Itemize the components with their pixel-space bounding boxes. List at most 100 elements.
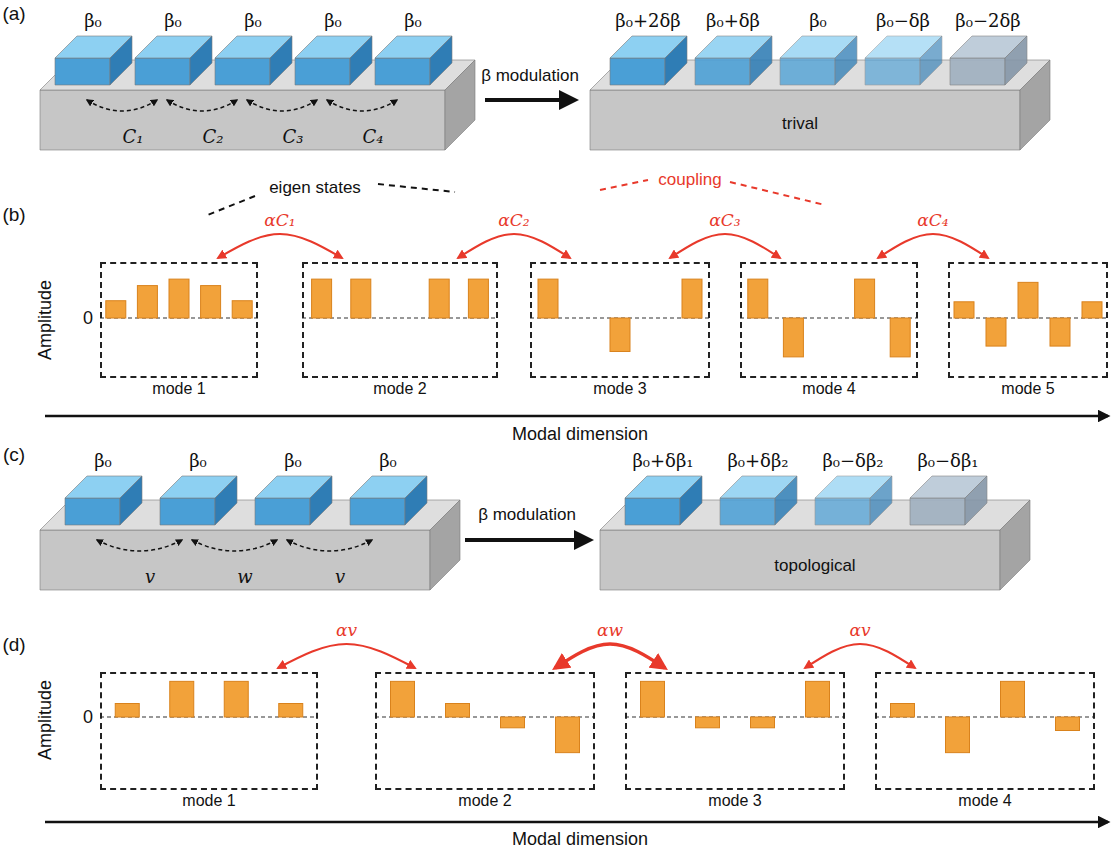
coupling-label: αv — [333, 620, 360, 640]
propagation-constant: β₀+2δβ — [615, 10, 680, 31]
amplitude-bar — [855, 279, 875, 318]
amplitude-bar — [224, 681, 248, 717]
coupling-symbol: w — [237, 566, 252, 587]
waveguide — [965, 476, 987, 525]
waveguide — [65, 498, 120, 525]
substrate — [590, 90, 1020, 150]
mode-label: mode 3 — [593, 380, 646, 398]
waveguide — [950, 58, 1005, 85]
coupling-arrow — [97, 540, 182, 551]
amplitude-bar — [446, 704, 470, 718]
axis-label: Modal dimension — [512, 424, 648, 445]
waveguide — [1005, 36, 1027, 85]
modulation-arrow — [465, 538, 590, 542]
waveguide — [910, 498, 965, 525]
mode-label: mode 3 — [708, 792, 761, 810]
waveguide-chip — [40, 36, 475, 150]
waveguide — [665, 36, 687, 85]
amplitude-bar — [538, 279, 558, 318]
waveguide — [815, 498, 870, 525]
coupling-arrow — [555, 644, 665, 668]
amplitude-bar — [783, 318, 803, 357]
axis-label: Modal dimension — [512, 829, 648, 850]
waveguide — [750, 36, 772, 85]
amplitude-bar — [501, 717, 525, 728]
propagation-constant: β₀−δβ₂ — [822, 450, 883, 471]
amplitude-bar — [201, 286, 221, 318]
panel-label: (d) — [2, 634, 25, 656]
amplitude-bar — [986, 318, 1006, 346]
propagation-constant: β₀+δβ₂ — [727, 450, 788, 471]
waveguide — [405, 476, 427, 525]
waveguide — [215, 58, 270, 85]
amplitude-bar — [1001, 681, 1025, 717]
waveguide-chip — [40, 476, 460, 590]
coupling-label: αC₂ — [495, 210, 532, 230]
coupling-arrow — [878, 234, 988, 258]
amplitude-bar — [137, 286, 157, 318]
propagation-constant: β₀−δβ₁ — [917, 450, 978, 471]
amplitude-bar — [279, 704, 303, 718]
axis-label: Amplitude — [35, 280, 56, 360]
amplitude-bar — [429, 279, 449, 318]
coupling-arrow — [218, 234, 342, 258]
propagation-constant: β₀+δβ — [706, 10, 760, 31]
substrate — [1020, 60, 1050, 150]
amplitude-bar — [946, 717, 970, 753]
axis-label: Amplitude — [35, 680, 56, 760]
coupling-symbol: C₁ — [123, 126, 144, 147]
coupling-arrow — [327, 100, 397, 111]
waveguide — [375, 58, 430, 85]
leader-line — [205, 196, 255, 216]
substrate — [1000, 500, 1030, 590]
waveguide — [920, 36, 942, 85]
mode-box: mode 1 — [100, 262, 258, 378]
modulation-arrow — [485, 98, 575, 102]
waveguide — [120, 476, 142, 525]
waveguide — [695, 58, 750, 85]
mode-label: mode 2 — [458, 792, 511, 810]
waveguide-chip — [590, 36, 1050, 150]
coupling-arrow — [458, 234, 570, 258]
coupling-arrow — [805, 644, 915, 668]
waveguide — [255, 498, 310, 525]
coupling-arrow — [87, 100, 157, 111]
propagation-constant: β₀ — [324, 10, 342, 31]
waveguide — [110, 36, 132, 85]
waveguide — [775, 476, 797, 525]
amplitude-bar — [1082, 302, 1102, 318]
mode-box: mode 5 — [948, 262, 1108, 378]
mode-box: mode 4 — [875, 672, 1095, 790]
amplitude-bar — [1056, 717, 1080, 731]
coupling-arrow — [167, 100, 237, 111]
waveguide — [610, 58, 665, 85]
waveguide — [680, 476, 702, 525]
substrate — [430, 500, 460, 590]
propagation-constant: β₀ — [94, 450, 112, 471]
modal-axis — [45, 821, 1108, 824]
amplitude-bar — [106, 301, 126, 318]
mode-box: mode 2 — [375, 672, 595, 790]
waveguide — [835, 36, 857, 85]
coupling-symbol: C₄ — [363, 126, 384, 147]
amplitude-bar — [696, 717, 720, 728]
mode-box: mode 4 — [740, 262, 918, 378]
waveguide — [190, 36, 212, 85]
axis-label: 0 — [83, 308, 93, 329]
waveguide — [430, 36, 452, 85]
amplitude-bar — [391, 681, 415, 717]
mode-box: mode 1 — [100, 672, 318, 790]
waveguide — [625, 498, 680, 525]
waveguide — [865, 58, 920, 85]
coupling-label: αC₁ — [261, 210, 298, 230]
waveguide — [720, 498, 775, 525]
mode-box: mode 3 — [625, 672, 845, 790]
substrate — [40, 90, 445, 150]
amplitude-bar — [169, 279, 189, 318]
modal-axis — [45, 415, 1108, 418]
waveguide-chip — [600, 476, 1030, 590]
coupling-arrow — [247, 100, 317, 111]
waveguide — [160, 498, 215, 525]
amplitude-bar — [682, 279, 702, 318]
waveguide — [350, 498, 405, 525]
